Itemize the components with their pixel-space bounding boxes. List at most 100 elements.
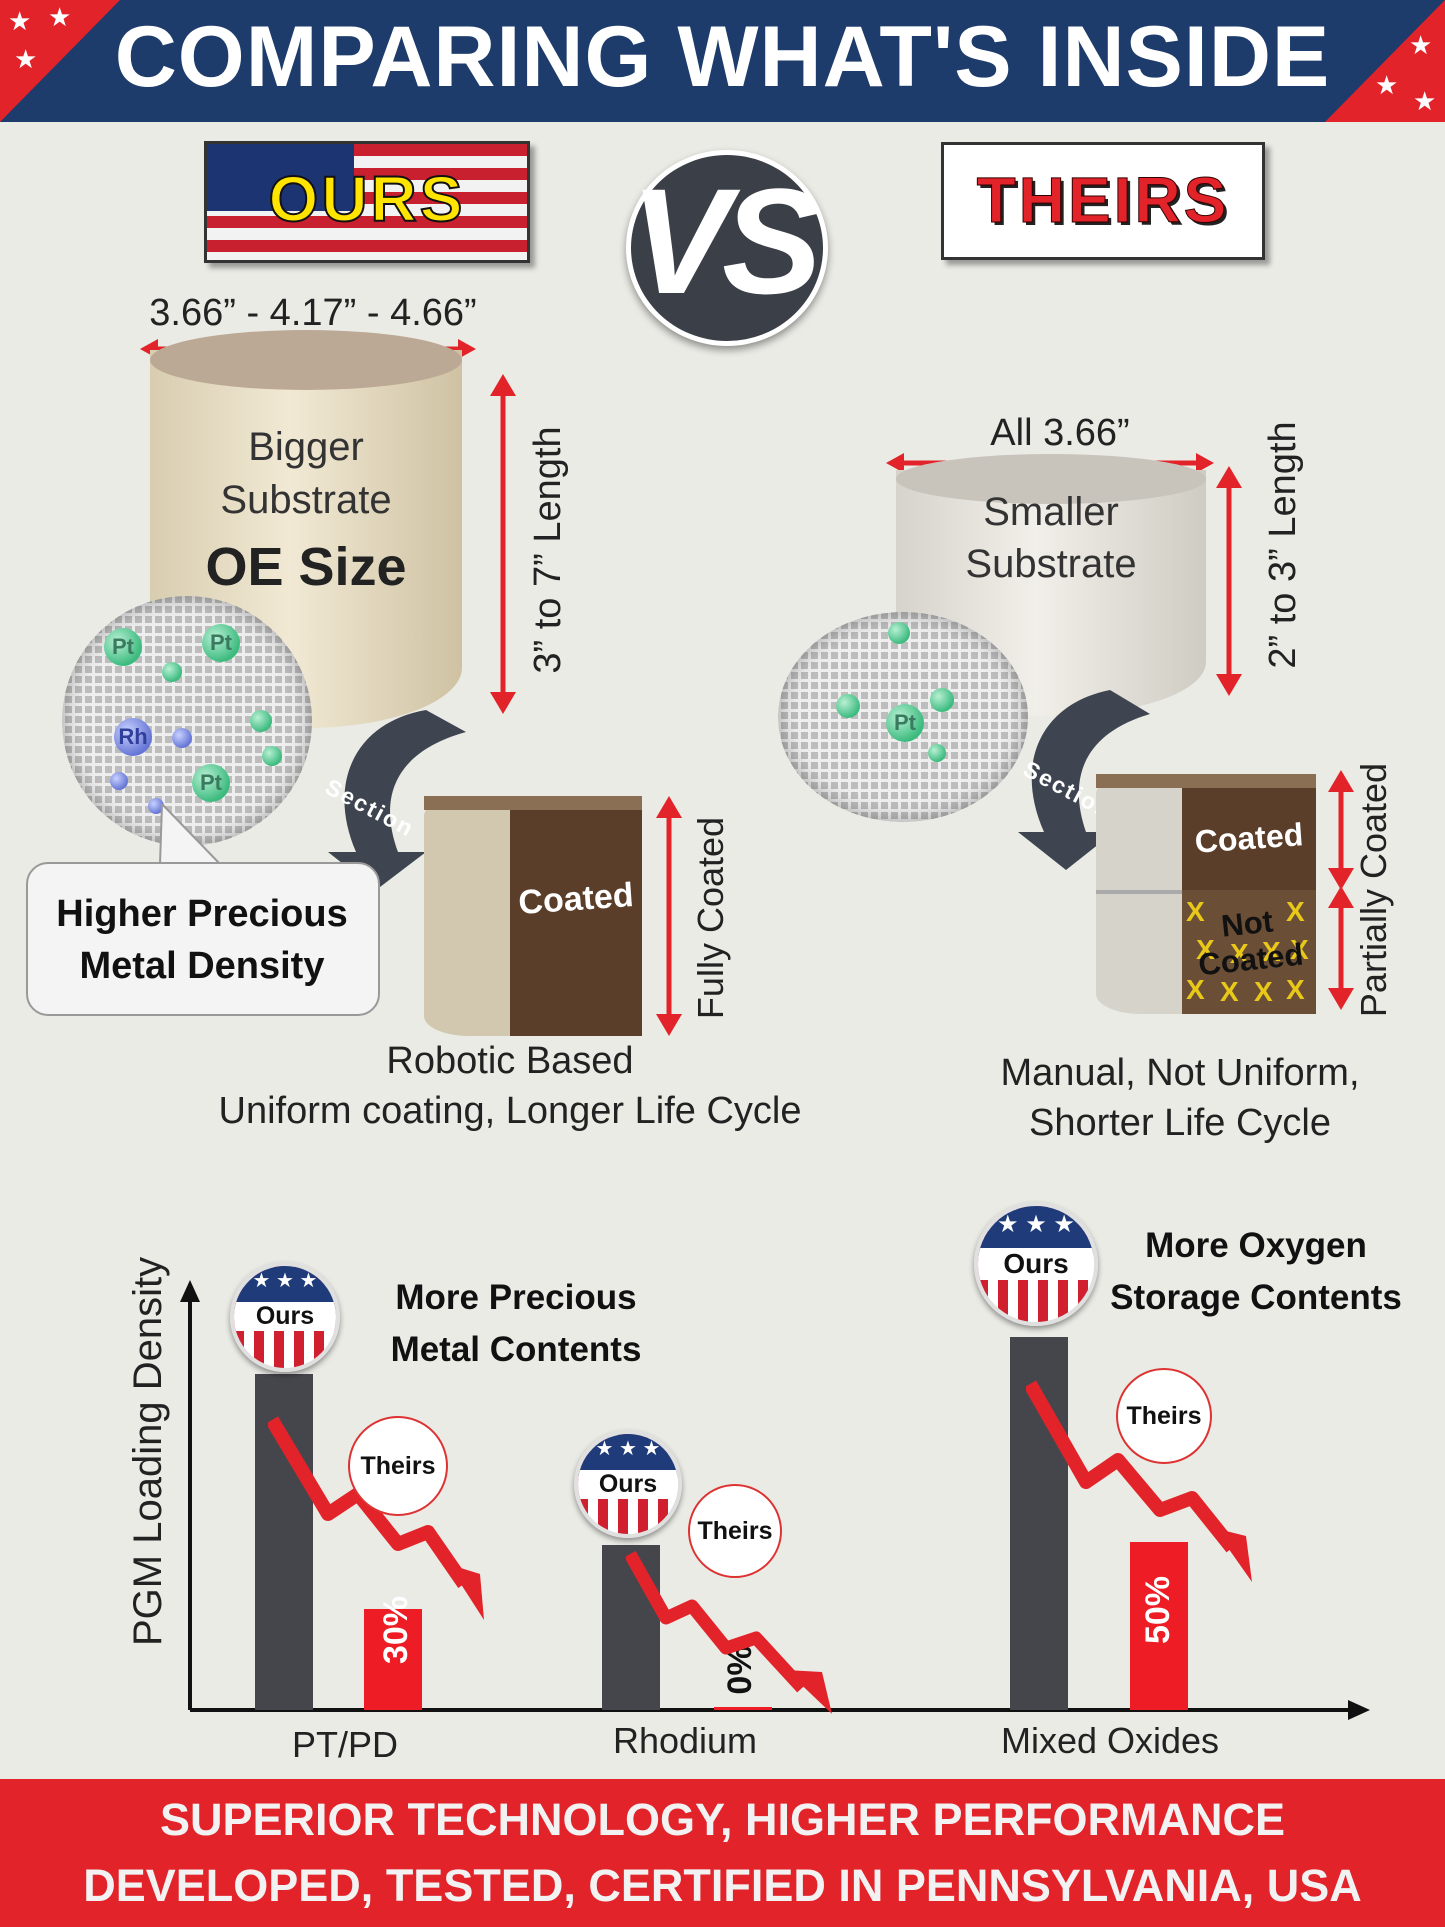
rh-particle-small [172,728,192,748]
ours-cylinder-top [150,330,462,390]
ours-pin-label: Ours [978,1248,1094,1280]
star-icon: ★ [1413,86,1437,116]
bar-ours-rhodium [602,1545,660,1710]
ours-length-label: 3” to 7” Length [527,426,569,674]
footer-line2: DEVELOPED, TESTED, CERTIFIED IN PENNSYLV… [83,1860,1362,1911]
bar-theirs-rhodium [714,1707,772,1710]
theirs-badge-label: THEIRS [976,164,1230,237]
theirs-not-coated-label: Not Coated [1179,899,1320,985]
footer-line1: SUPERIOR TECHNOLOGY, HIGHER PERFORMANCE [159,1794,1286,1845]
category-label-mixed-oxides: Mixed Oxides [1000,1720,1220,1761]
ours-section-top [424,796,642,810]
ours-coating-extent: Fully Coated [690,816,731,1020]
page-title: COMPARING WHAT'S INSIDE [114,9,1331,105]
flag-canton [207,144,355,212]
theirs-circle-ptpd: Theirs [348,1416,448,1516]
density-callout [26,862,380,1016]
pin-top [978,1206,1094,1255]
note-right-line2: Storage Contents [1110,1278,1402,1317]
bar-theirs-mixed-oxides [1130,1542,1188,1710]
vs-circle [626,150,828,346]
header-banner [0,0,1445,122]
x-mark: X [1290,934,1309,965]
ours-badge-label: OURS [268,162,466,236]
ours-coating-arrow [656,796,682,1036]
note-left-line2: Metal Contents [390,1330,642,1369]
stars-icon: ★ ★ ★ [997,1211,1075,1238]
density-callout-line2: Metal Density [79,945,325,987]
theirs-substrate-line2: Substrate [965,542,1137,586]
ours-pin-label: Ours [234,1302,336,1331]
theirs-caption-line1: Manual, Not Uniform, [1000,1052,1360,1094]
theirs-badge: THEIRS [941,142,1265,260]
theirs-coating-extent: Partially Coated [1353,762,1394,1018]
theirs-not-coated-arrow [1328,886,1354,1010]
ours-substrate-line1: Bigger [248,425,364,469]
density-callout-text: Higher Precious Metal Density [26,888,378,992]
pt-particle: Pt [192,764,230,802]
note-left-line1: More Precious [395,1278,637,1317]
category-label-rhodium: Rhodium [612,1720,758,1761]
pt-particle-small [836,694,860,718]
pt-particle-small [930,688,954,712]
pt-particle: Pt [104,628,142,666]
theirs-section-block-side [1096,774,1186,1014]
theirs-substrate-line1: Smaller [983,490,1119,534]
ours-pin-label: Ours [578,1470,678,1499]
note-precious-metal: More Precious Metal Contents [346,1272,686,1376]
x-mark: X [1262,936,1281,967]
x-mark: X [1196,934,1215,965]
rh-particle-small [148,798,164,814]
theirs-length-label: 2” to 3” Length [1262,421,1304,669]
star-icon: ★ [1409,30,1433,60]
ours-caption-line1: Robotic Based [386,1040,634,1082]
star-icon: ★ [8,6,32,36]
vs-label: VS [629,157,822,325]
pin-top [234,1266,336,1309]
theirs-cylinder-top [896,454,1206,504]
pt-particle-small [888,622,910,644]
ours-pin-ptpd: ★ ★ ★ Ours [230,1262,340,1372]
pt-particle-small [162,662,182,682]
decline-arrow [626,1550,832,1714]
theirs-diameter: All 3.66” [990,412,1130,454]
pin-top [578,1434,678,1476]
ours-length-arrow [490,374,516,714]
pt-particle: Pt [202,624,240,662]
density-callout-line1: Higher Precious [56,893,348,935]
decline-arrow [1026,1380,1252,1582]
ours-coated-face [510,796,642,1036]
ours-substrate-line2: Substrate [220,478,392,522]
x-mark: X [1186,896,1205,927]
theirs-circle-mixed-oxides: Theirs [1116,1368,1212,1464]
ours-pin-mixed-oxides: ★ ★ ★ Ours [974,1202,1098,1326]
theirs-coated-arrow [1328,770,1354,890]
pt-particle-small [928,744,946,762]
theirs-coated-face [1182,774,1316,890]
theirs-section-top [1096,774,1316,788]
pt-particle: Pt [886,704,924,742]
x-mark: X [1220,976,1239,1007]
theirs-section-split [1096,890,1186,894]
x-marks: X X X X X X X X X X [1186,896,1314,1010]
x-mark: X [1230,938,1249,969]
pt-particle-small [262,746,282,766]
theirs-mesh-magnifier: Pt [778,612,1028,822]
category-label-ptpd: PT/PD [291,1724,398,1765]
x-mark: X [1254,976,1273,1007]
ours-pin-rhodium: ★ ★ ★ Ours [574,1430,682,1538]
ours-flag-badge: OURS [204,141,530,263]
ours-substrate-size: OE Size [205,537,407,597]
note-right-line1: More Oxygen [1145,1226,1367,1265]
ours-section-arrow [328,710,466,890]
pt-particle-small [250,710,272,732]
callout-pointer [158,804,223,865]
footer-banner [0,1779,1445,1927]
bar-theirs-ptpd [364,1609,422,1710]
x-mark: X [1186,974,1205,1005]
theirs-not-coated-face [1182,890,1316,1014]
stars-icon: ★ ★ ★ [252,1270,318,1292]
x-mark: X [1286,896,1305,927]
ours-caption-line2: Uniform coating, Longer Life Cycle [218,1090,802,1132]
theirs-length-arrow [1216,466,1242,696]
